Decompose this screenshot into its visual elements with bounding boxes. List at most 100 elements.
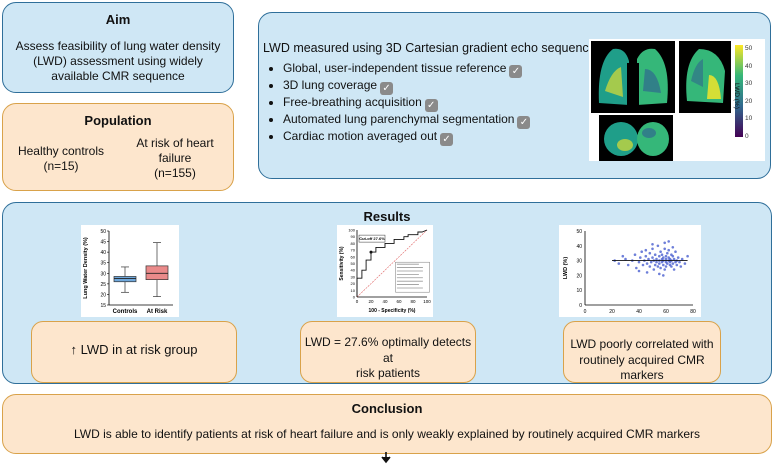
stats-legend-box: [395, 261, 430, 293]
lung-axial-map: [599, 115, 673, 161]
y-tick-label: 25: [100, 282, 106, 288]
scatter-point: [633, 253, 637, 256]
roc-curve: [356, 229, 428, 297]
lwd-feature-text: 3D lung coverage: [283, 78, 378, 92]
lwd-feature: Cardiac motion averaged out✓: [283, 129, 530, 146]
check-icon: ✓: [380, 82, 394, 95]
y-tick-label: 30: [351, 274, 356, 279]
scatter-point: [637, 269, 641, 273]
y-tick-label: 20: [100, 292, 106, 298]
scatter-point: [640, 250, 643, 253]
scatter-point: [658, 254, 661, 258]
reference-line: [356, 229, 428, 298]
scatter-point: [644, 248, 648, 252]
scatter-point: [649, 260, 653, 264]
lwd-feature-text: Cardiac motion averaged out: [283, 129, 438, 143]
x-tick-label: 60: [663, 309, 669, 315]
lwd-map-figure: 50 40 30 20 10 0 LWD (%): [589, 39, 765, 161]
scatter-point: [635, 266, 638, 270]
y-tick-label: 100: [348, 228, 355, 233]
lwd-feature-text: Free-breathing acquisition: [283, 95, 422, 109]
scatter-point: [667, 248, 670, 252]
y-tick-label: 40: [100, 250, 106, 256]
lwd-feature-text: Global, user-independent tissue referenc…: [283, 61, 507, 75]
scatter-point: [656, 265, 660, 268]
x-category-label: At Risk: [147, 309, 168, 315]
y-tick-label: 50: [100, 229, 106, 235]
scatter-point: [663, 241, 666, 245]
check-icon: ✓: [424, 99, 438, 112]
y-axis-label: Sensitivity (%): [339, 246, 345, 281]
check-icon: ✓: [509, 65, 523, 78]
y-axis-label: LWD (%): [563, 257, 569, 279]
scatter-point: [666, 251, 669, 255]
scatter-point: [658, 272, 661, 276]
population-at-risk-count: (n=155): [154, 166, 196, 180]
y-tick-label: 50: [576, 229, 582, 235]
scatter-point: [651, 243, 654, 246]
colorbar-tick: 40: [745, 62, 753, 70]
finding-text: risk patients: [355, 366, 421, 381]
scatter-point: [663, 247, 666, 251]
cutoff-annotation-box: [358, 234, 386, 243]
scatter-point: [671, 262, 675, 265]
x-tick-label: 100: [423, 299, 431, 304]
population-controls-label: Healthy controls: [17, 144, 105, 158]
conclusion-text: LWD is able to identify patients at risk…: [73, 427, 701, 441]
scatter-point: [672, 268, 676, 271]
y-tick-label: 30: [100, 271, 106, 277]
scatter-point: [675, 263, 679, 267]
y-tick-label: 10: [351, 288, 356, 293]
scatter-point: [660, 253, 664, 256]
scatter-point: [671, 254, 675, 258]
y-tick-label: 30: [576, 259, 582, 265]
lwd-feature: Global, user-independent tissue referenc…: [283, 61, 530, 78]
population-at-risk-label-2: failure: [158, 151, 192, 165]
scatter-point: [664, 257, 668, 261]
colorbar-tick: 20: [745, 97, 753, 105]
y-tick-label: 35: [100, 261, 106, 267]
check-icon: ✓: [517, 116, 531, 129]
scatter-point: [651, 256, 654, 259]
box-0: [113, 276, 137, 283]
x-category-label: Controls: [113, 309, 138, 315]
x-tick-label: 40: [636, 309, 642, 315]
scatter-point: [686, 254, 689, 258]
lwd-method-heading: LWD measured using 3D Cartesian gradient…: [263, 41, 600, 55]
lwd-feature: Free-breathing acquisition✓: [283, 95, 530, 112]
aim-panel: Aim Assess feasibility of lung water den…: [2, 2, 234, 93]
y-tick-label: 40: [576, 244, 582, 250]
x-tick-label: 60: [396, 299, 402, 304]
y-axis-label: Lung Water Density (%): [83, 237, 89, 299]
y-tick-label: 15: [100, 303, 106, 309]
cutoff-point: [369, 250, 373, 254]
conclusion-title: Conclusion: [351, 401, 423, 416]
colorbar-label: LWD (%): [733, 83, 740, 109]
aim-text: Assess feasibility of lung water density…: [15, 39, 221, 83]
lwd-method-panel: LWD measured using 3D Cartesian gradient…: [258, 12, 771, 179]
scatter-point: [671, 246, 675, 249]
scatter-point: [674, 250, 677, 253]
lwd-feature-text: Automated lung parenchymal segmentation: [283, 112, 515, 126]
scatter-point: [664, 254, 668, 258]
scatter-point: [659, 266, 662, 270]
scatter-point: [626, 263, 630, 267]
y-tick-label: 0: [579, 303, 582, 309]
colorbar-tick: 0: [745, 132, 749, 140]
x-tick-label: 0: [356, 299, 359, 304]
finding-cutoff: LWD = 27.6% optimally detects at risk pa…: [300, 321, 476, 383]
y-tick-label: 0: [353, 295, 356, 300]
colorbar-ticks: 50 40 30 20 10 0: [745, 40, 752, 145]
scatter-point: [666, 262, 669, 265]
y-tick-label: 20: [351, 281, 356, 286]
lwd-feature: Automated lung parenchymal segmentation✓: [283, 112, 531, 129]
scatter-point: [658, 262, 661, 265]
scatter-point: [644, 254, 648, 258]
scatter-point: [670, 265, 673, 268]
finding-text: LWD = 27.6% optimally detects at: [304, 335, 472, 365]
scatter-point: [662, 274, 665, 277]
box-1: [145, 265, 169, 280]
scatter-point: [667, 240, 670, 243]
